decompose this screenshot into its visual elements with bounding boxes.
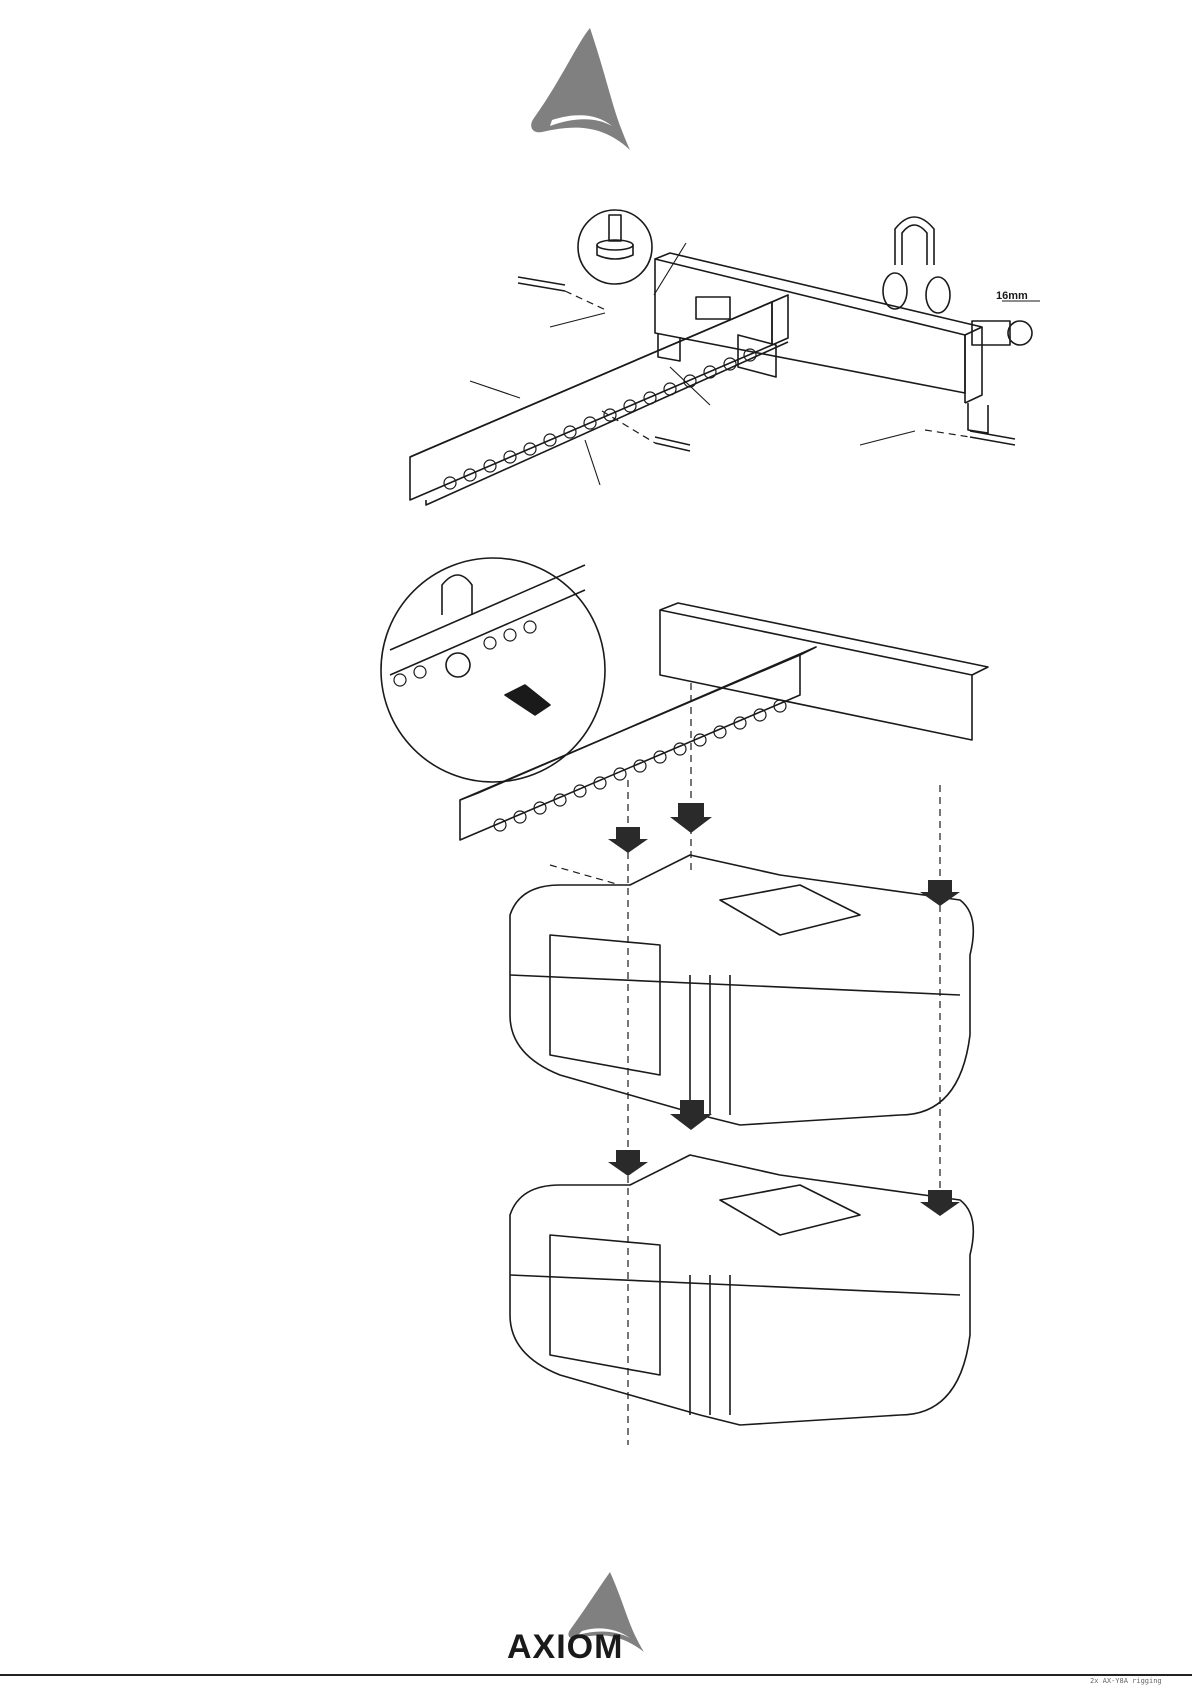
bottom-brand-logo: AXIOM: [512, 1568, 682, 1668]
dimension-callout: 16mm: [996, 290, 1028, 302]
rear-beam-label-plate: [696, 297, 730, 319]
footer-rule: [0, 1674, 1192, 1676]
footer-code: 2x AX-Y8A rigging: [1090, 1677, 1162, 1685]
flybar-exploded-diagram: 16mm: [390, 205, 1110, 550]
detail-pin-icon: [505, 685, 550, 715]
detail-shackle-icon: [442, 575, 472, 615]
brand-wordmark: AXIOM: [507, 1628, 623, 1667]
rigging-assembly-diagram: [360, 555, 1140, 1445]
top-axiom-logo-icon: [520, 22, 670, 152]
